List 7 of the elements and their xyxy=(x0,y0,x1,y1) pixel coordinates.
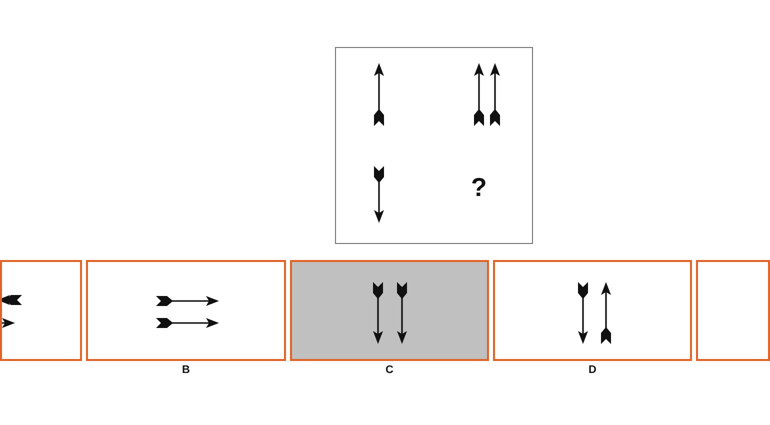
answer-option-box xyxy=(0,260,82,361)
option-letter: C xyxy=(386,364,394,376)
option-letter: B xyxy=(182,364,190,376)
question-mark: ? xyxy=(471,174,487,200)
answer-option-box xyxy=(696,260,770,361)
option-letter: D xyxy=(588,364,596,376)
puzzle-grid-box xyxy=(335,47,533,244)
